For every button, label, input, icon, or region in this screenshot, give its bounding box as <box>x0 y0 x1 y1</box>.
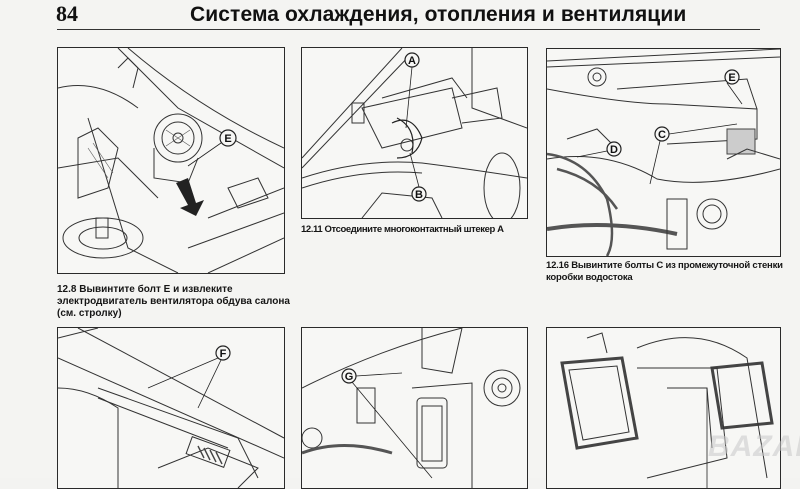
illustration-drain-box: E C D <box>547 49 780 256</box>
figure-12-16-drain-box: E C D <box>546 48 781 257</box>
figure-engine-bay: G <box>301 327 528 489</box>
callout-c-label: C <box>658 129 666 141</box>
callout-e-label: E <box>224 133 231 145</box>
page-number: 84 <box>56 1 78 26</box>
callout-a-label: A <box>408 55 416 67</box>
caption-12-8: 12.8 Вывинтите болт E и извлеките электр… <box>57 284 290 319</box>
callout-f-marker <box>215 345 231 361</box>
callout-e-marker <box>724 69 740 85</box>
watermark: BAZAR <box>708 430 800 463</box>
figure-cowl-panel: F <box>57 327 285 489</box>
caption-12-11: 12.11 Отсоедините многоконтактный штекер… <box>301 224 504 235</box>
illustration-heater-box <box>560 332 774 488</box>
caption-12-16: 12.16 Вывинтите болты C из промежуточной… <box>546 260 783 283</box>
illustration-connector: A B <box>302 48 527 218</box>
callout-e-marker <box>219 129 237 147</box>
header-rule <box>57 29 760 30</box>
callout-e-label: E <box>728 72 735 84</box>
figure-heater-box <box>546 327 781 489</box>
figure-12-11-connector: A B <box>301 47 528 219</box>
page-title: Система охлаждения, отопления и вентиляц… <box>190 3 687 26</box>
illustration-cowl-panel: F <box>58 328 284 488</box>
figure-12-8-blower-motor: E <box>57 47 285 274</box>
callout-f-label: F <box>220 348 227 360</box>
callout-b-label: B <box>415 189 423 201</box>
arrow-icon <box>176 178 204 216</box>
callout-d-label: D <box>610 144 618 156</box>
callout-g-label: G <box>345 371 354 383</box>
illustration-blower-motor: E <box>58 48 284 273</box>
illustration-engine-bay: G <box>302 328 521 488</box>
callout-d-marker <box>606 141 622 157</box>
